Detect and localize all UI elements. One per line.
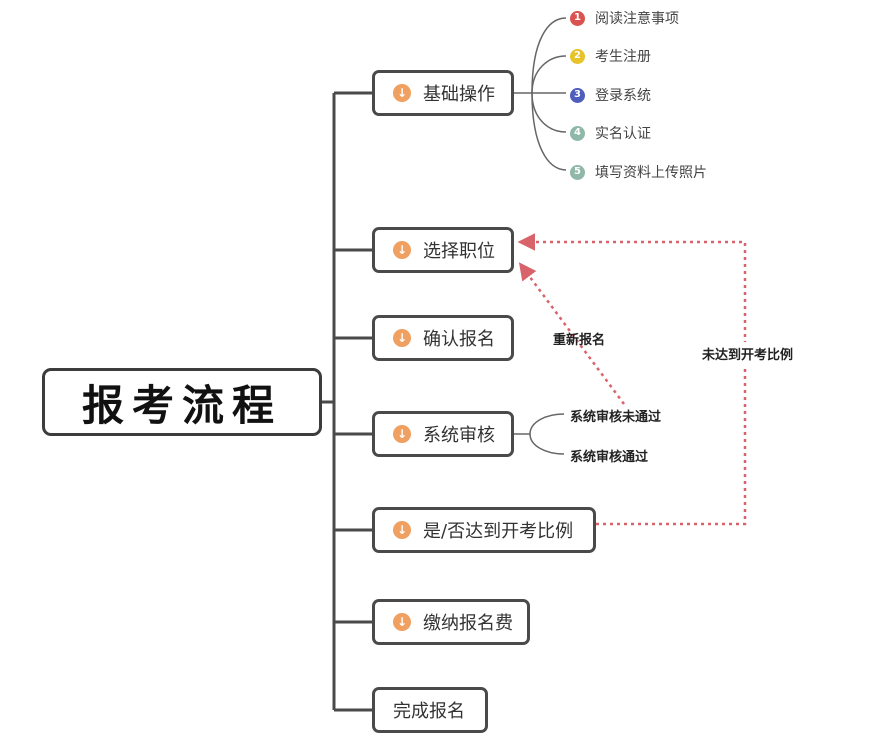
- step-label: 系统审核: [423, 425, 495, 446]
- review-branch-pass: [529, 433, 565, 455]
- arrow-down-circle-icon: ↓: [393, 329, 411, 347]
- step-label: 基础操作: [423, 84, 495, 105]
- basic-op-label: 实名认证: [595, 126, 651, 142]
- review-branch-fail: [514, 413, 565, 435]
- arrow-down-circle-icon: ↓: [393, 521, 411, 539]
- step-basic-operations: ↓ 基础操作: [372, 70, 514, 116]
- number-2-icon: 2: [570, 48, 585, 64]
- basic-op-item: 3 登录系统: [570, 85, 651, 105]
- basic-op-item: 5 填写资料上传照片: [570, 162, 707, 182]
- arrow-down-circle-icon: ↓: [393, 613, 411, 631]
- basic-op-label: 阅读注意事项: [595, 11, 679, 27]
- review-fail-label: 系统审核未通过: [570, 410, 662, 425]
- number-1-icon: 1: [570, 10, 585, 26]
- step-pay-fee: ↓ 缴纳报名费: [372, 599, 530, 645]
- not-reached-loop-arrow: [517, 233, 747, 526]
- number-4-icon: 4: [570, 125, 585, 141]
- arrow-down-circle-icon: ↓: [393, 241, 411, 259]
- arrow-down-circle-icon: ↓: [393, 84, 411, 102]
- step-label: 缴纳报名费: [423, 613, 513, 634]
- basic-op-item: 2 考生注册: [570, 46, 651, 66]
- reapply-label: 重新报名: [553, 333, 606, 348]
- basic-op-item: 1 阅读注意事项: [570, 8, 679, 28]
- basic-op-label: 填写资料上传照片: [595, 165, 707, 181]
- sub-branch-5: [531, 92, 567, 171]
- sub-branch-4: [531, 92, 567, 133]
- step-confirm-registration: ↓ 确认报名: [372, 315, 514, 361]
- step-label: 完成报名: [393, 701, 465, 722]
- arrow-down-circle-icon: ↓: [393, 425, 411, 443]
- step-complete: 完成报名: [372, 687, 488, 733]
- step-label: 确认报名: [423, 329, 495, 350]
- number-3-icon: 3: [570, 87, 585, 103]
- root-title: 报考流程: [42, 368, 322, 436]
- sub-branch-2: [531, 55, 567, 94]
- review-pass-label: 系统审核通过: [570, 450, 649, 465]
- sub-branch-1: [514, 17, 567, 94]
- step-check-ratio: ↓ 是/否达到开考比例: [372, 507, 596, 553]
- not-reached-label: 未达到开考比例: [702, 342, 794, 365]
- step-label: 选择职位: [423, 241, 495, 262]
- step-system-review: ↓ 系统审核: [372, 411, 514, 457]
- step-select-position: ↓ 选择职位: [372, 227, 514, 273]
- reapply-loop-arrow: [518, 262, 626, 405]
- basic-op-item: 4 实名认证: [570, 123, 651, 143]
- step-label: 是/否达到开考比例: [423, 521, 574, 542]
- number-5-icon: 5: [570, 164, 585, 180]
- basic-op-label: 登录系统: [595, 88, 651, 104]
- basic-op-label: 考生注册: [595, 49, 651, 65]
